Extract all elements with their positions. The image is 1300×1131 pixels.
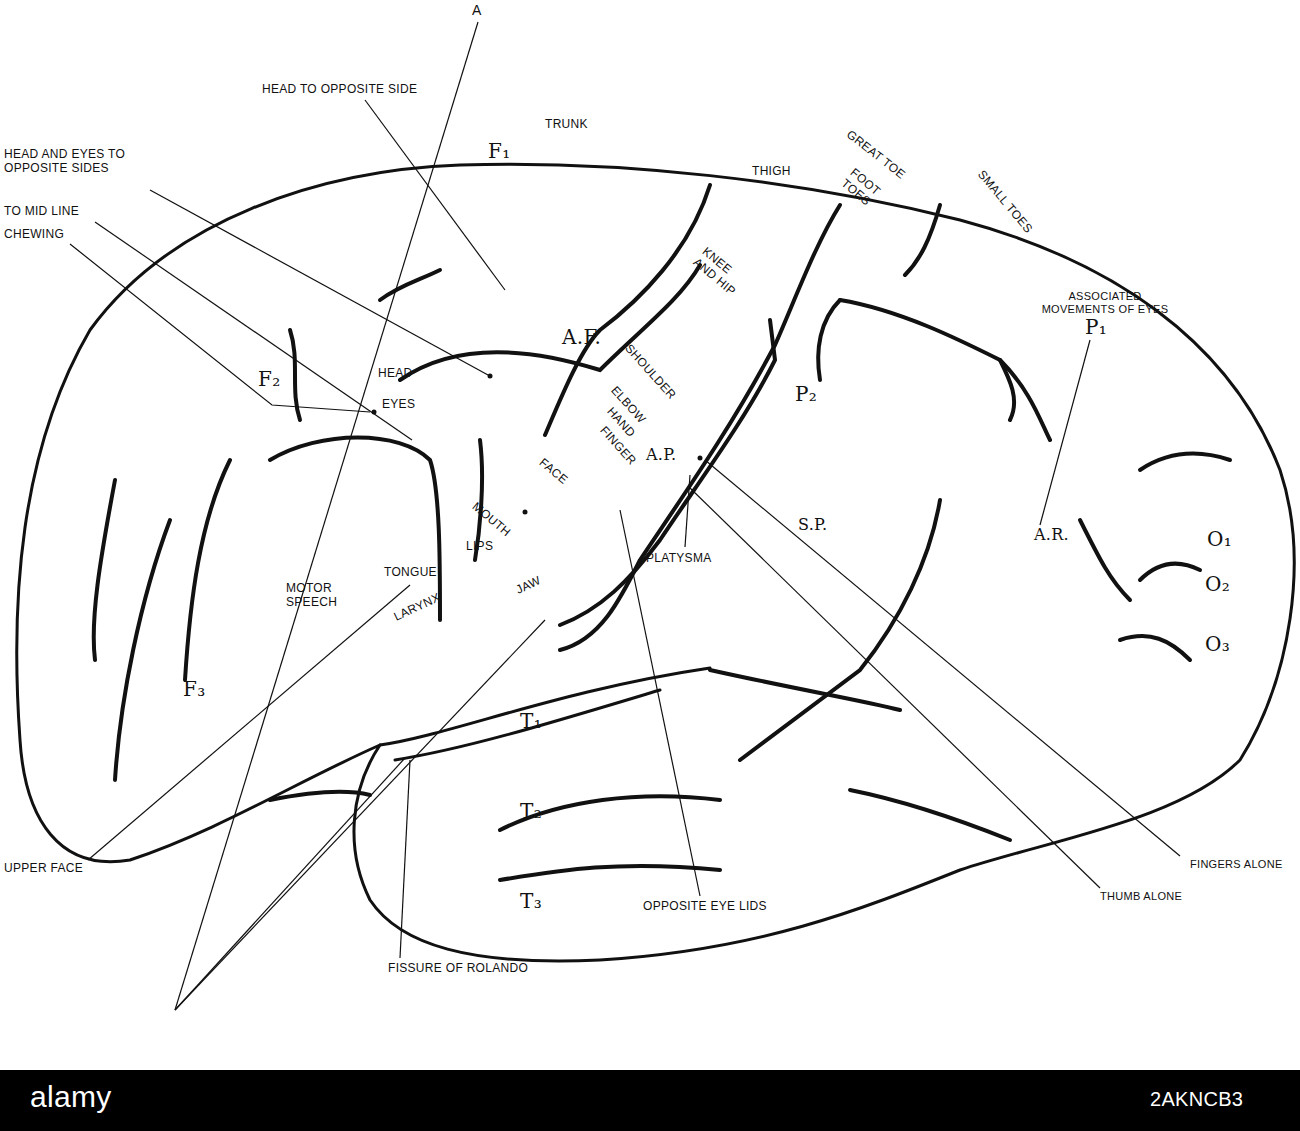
region-label: TO MID LINE (4, 205, 79, 219)
region-label: P₂ (795, 383, 817, 406)
region-label: KNEE AND HIP (690, 245, 755, 306)
region-label: PLATYSMA (646, 552, 712, 566)
region-label: T₂ (520, 800, 542, 823)
region-label: HEAD AND EYES TO OPPOSITE SIDES (4, 148, 154, 176)
region-label: F₂ (258, 368, 281, 391)
region-label: A.R. (1034, 526, 1069, 544)
region-label: A (472, 2, 482, 18)
region-label: EYES (382, 398, 415, 412)
region-label: FACE (536, 456, 570, 487)
region-label: F₁ (488, 140, 511, 163)
region-label: T₁ (520, 710, 542, 733)
region-label: HEAD TO OPPOSITE SIDE (262, 83, 417, 97)
region-label: TRUNK (545, 118, 588, 132)
region-label: JAW (514, 574, 543, 597)
region-label: LARYNX (392, 591, 443, 624)
region-label: LIPS (466, 540, 493, 554)
region-label: FISSURE OF ROLANDO (388, 962, 528, 976)
region-label: FINGERS ALONE (1190, 858, 1283, 871)
region-label: O₃ (1205, 633, 1230, 656)
watermark: 2AKNCB3 (1150, 1088, 1243, 1111)
region-label: A.F. (562, 326, 601, 349)
region-label: FOOT TOES (838, 166, 889, 215)
region-label: S.P. (798, 516, 827, 534)
region-label: THUMB ALONE (1100, 890, 1182, 903)
region-label: T₃ (520, 890, 542, 913)
region-label: CHEWING (4, 228, 64, 242)
watermark: alamy (30, 1080, 112, 1115)
region-label: SHOULDER (622, 342, 678, 403)
region-label: THIGH (752, 165, 791, 179)
region-label: F₃ (183, 678, 206, 701)
region-label: TONGUE (384, 566, 437, 580)
region-label: ASSOCIATED MOVEMENTS OF EYES (1040, 290, 1170, 315)
region-label: MOUTH (469, 500, 513, 540)
region-label: A.P. (646, 446, 676, 464)
region-label: O₂ (1205, 573, 1230, 596)
region-label: O₁ (1207, 528, 1232, 551)
region-label: P₁ (1085, 316, 1107, 339)
region-label: UPPER FACE (4, 862, 83, 876)
region-label: OPPOSITE EYE LIDS (643, 900, 767, 914)
region-label: HEAD (378, 367, 413, 381)
region-label: MOTOR SPEECH (286, 582, 356, 610)
